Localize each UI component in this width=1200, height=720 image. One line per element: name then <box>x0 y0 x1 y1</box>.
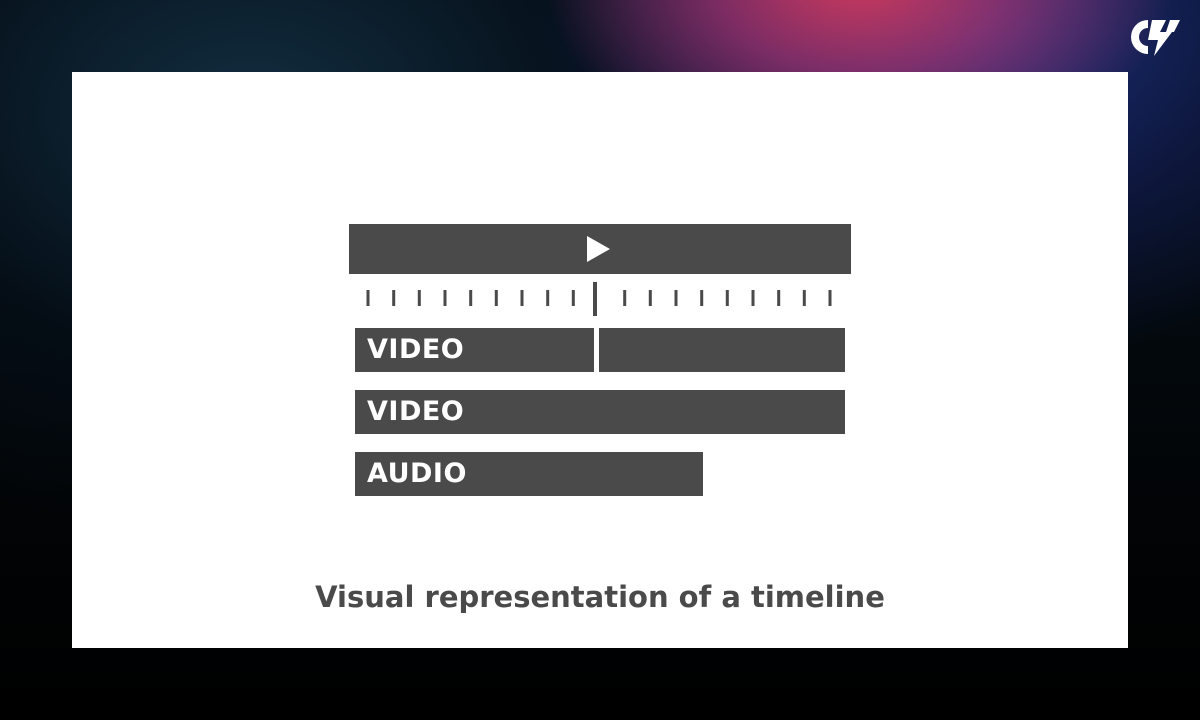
ruler-tick <box>546 290 550 306</box>
ruler-tick <box>417 290 421 306</box>
ruler-tick <box>443 290 447 306</box>
track-label: VIDEO <box>367 334 465 365</box>
playhead-marker[interactable] <box>593 282 597 316</box>
ruler-tick <box>494 290 498 306</box>
ruler-tick <box>802 290 806 306</box>
timeline-track-video-2: VIDEO <box>355 390 845 434</box>
track-label: VIDEO <box>367 396 465 427</box>
player-bar <box>349 224 851 274</box>
diagram-card: VIDEO VIDEO AUDIO Visual representation … <box>72 72 1128 648</box>
ruler-tick <box>674 290 678 306</box>
play-icon[interactable] <box>585 235 611 263</box>
brand-logo-icon <box>1131 20 1180 56</box>
ruler-tick <box>700 290 704 306</box>
ruler-tick <box>828 290 832 306</box>
ruler-tick <box>623 290 627 306</box>
timeline-track-video-1: VIDEO <box>355 328 845 372</box>
ruler-tick <box>648 290 652 306</box>
track-segment <box>355 390 845 434</box>
ruler-tick <box>469 290 473 306</box>
ruler-tick <box>725 290 729 306</box>
track-segment <box>599 328 845 372</box>
timeline-track-audio: AUDIO <box>355 452 703 496</box>
track-segment <box>355 452 703 496</box>
ruler-tick <box>520 290 524 306</box>
ruler-tick <box>571 290 575 306</box>
ruler-tick <box>392 290 396 306</box>
ruler-tick <box>366 290 370 306</box>
ruler-tick <box>751 290 755 306</box>
timeline-ruler <box>366 282 832 316</box>
track-segment <box>355 328 594 372</box>
diagram-caption: Visual representation of a timeline <box>315 580 885 614</box>
track-label: AUDIO <box>367 458 467 489</box>
ruler-tick <box>777 290 781 306</box>
